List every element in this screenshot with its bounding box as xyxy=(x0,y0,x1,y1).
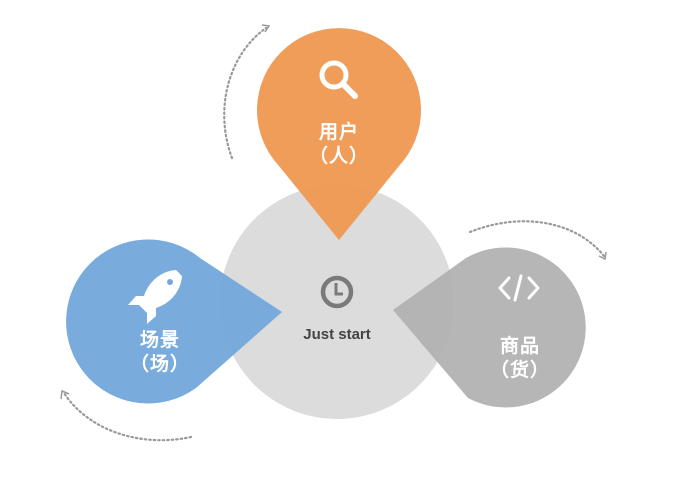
dotted-arc-top xyxy=(223,26,268,160)
scene-node-label: 场景 （场） xyxy=(110,328,210,376)
arrow-head-top xyxy=(261,24,271,33)
goods-node-label: 商品 （货） xyxy=(470,334,570,382)
arrow-head-right xyxy=(598,251,607,261)
scene-node-shape xyxy=(66,239,282,404)
goods-title: 商品 xyxy=(499,335,540,357)
user-subtitle: （人） xyxy=(308,145,369,167)
dotted-arc-right xyxy=(468,220,606,258)
search-icon xyxy=(319,60,358,99)
code-icon xyxy=(498,274,540,302)
center-label: Just start xyxy=(303,326,371,343)
clock-icon xyxy=(320,275,354,309)
rocket-icon xyxy=(128,270,182,324)
user-node-label: 用户 （人） xyxy=(289,120,389,168)
center-circle xyxy=(220,185,454,419)
scene-subtitle: （场） xyxy=(129,353,190,375)
goods-subtitle: （货） xyxy=(489,359,550,381)
dotted-arc-left xyxy=(62,391,193,442)
user-node-shape xyxy=(257,28,422,241)
scene-title: 场景 xyxy=(139,329,180,351)
user-title: 用户 xyxy=(318,121,359,143)
arrow-head-left xyxy=(60,389,70,400)
